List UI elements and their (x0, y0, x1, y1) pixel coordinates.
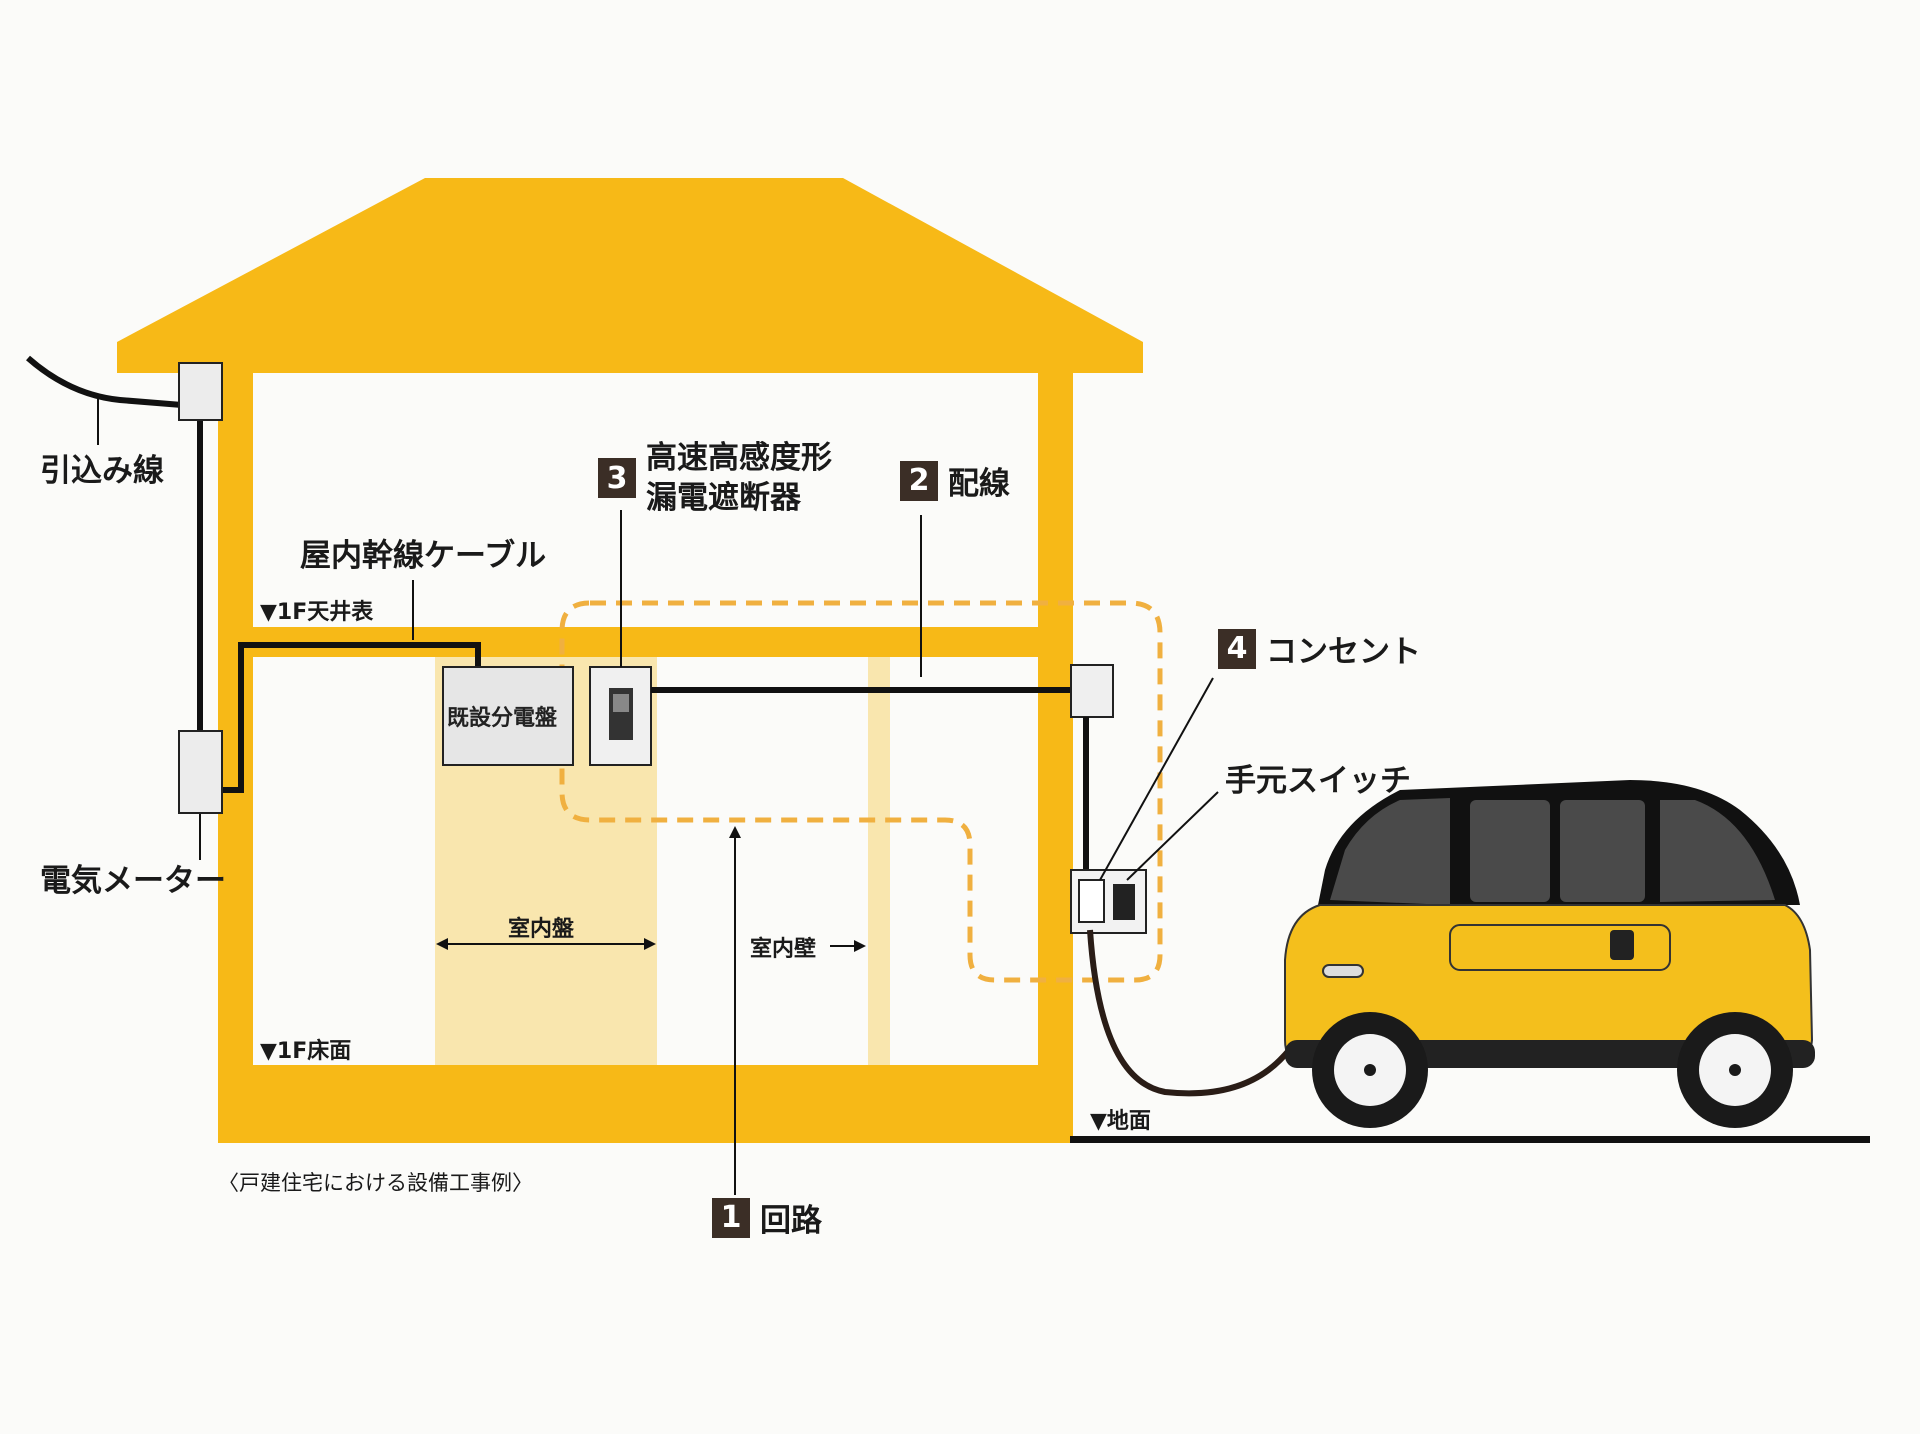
electric-meter-label: 電気メーター (40, 863, 226, 899)
car-rear-hub-center (1729, 1064, 1741, 1076)
indoor-wall-strip (868, 657, 890, 1065)
car-side-window-2 (1560, 800, 1645, 902)
house-right-wall (1038, 373, 1073, 1073)
breaker-switch-knob (613, 694, 629, 712)
indoor-wall-label: 室内壁 (750, 937, 817, 962)
callout-circuit: 1 回路 (712, 1195, 822, 1240)
circuit-leader-arrowhead (729, 826, 741, 838)
indoor-panel-label: 室内盤 (508, 917, 575, 942)
callout-2-badge: 2 (900, 460, 938, 501)
car-door (1449, 924, 1671, 971)
car-headlight (1322, 964, 1364, 978)
ground-line (1070, 1136, 1870, 1143)
callout-3-line2: 漏電遮断器 (646, 480, 801, 516)
callout-outlet: 4 コンセント (1218, 626, 1421, 671)
ceiling-level-mark: ▼1F天井表 (260, 600, 374, 625)
circuit-dashed-outline (559, 600, 1163, 983)
outlet-socket (1078, 879, 1105, 923)
ground-level-mark: ▼地面 (1090, 1109, 1151, 1134)
car-windshield (1330, 798, 1450, 905)
charging-cable (1087, 929, 1321, 1097)
electric-meter-box (178, 730, 223, 814)
existing-panel-label: 既設分電盤 (447, 706, 558, 731)
house-left-wall (218, 373, 253, 1143)
junction-box (1070, 664, 1114, 718)
electric-vehicle (1284, 780, 1815, 1128)
indoor-wall-arrowhead (854, 940, 866, 952)
house (117, 178, 1143, 1143)
service-drop-wire (26, 355, 183, 408)
house-floor-beam (218, 1065, 1073, 1105)
service-drop-label: 引込み線 (40, 453, 164, 489)
callout-3-line1: 高速高感度形 (646, 440, 832, 476)
outlet-leader (1099, 677, 1214, 881)
callout-2-text: 配線 (948, 466, 1010, 502)
car-door-handle (1610, 930, 1634, 960)
callout-3-text: 高速高感度形 漏電遮断器 (646, 438, 832, 518)
car-rear-window (1660, 800, 1775, 902)
indoor-panel-arrow-left (436, 938, 448, 950)
trunk-cable (222, 642, 481, 793)
callout-wiring: 2 配線 (900, 458, 1010, 503)
car-front-hub-center (1364, 1064, 1376, 1076)
callout-3-badge: 3 (598, 458, 636, 498)
hand-switch-leader (1126, 791, 1219, 881)
indoor-panel-arrow-right (644, 938, 656, 950)
callout-4-text: コンセント (1266, 634, 1421, 670)
house-roof (117, 178, 1143, 373)
callout-4-badge: 4 (1218, 628, 1256, 669)
car-side-window-1 (1470, 800, 1550, 902)
existing-panel-box (442, 666, 574, 766)
callout-1-text: 回路 (760, 1203, 822, 1239)
hand-switch-label: 手元スイッチ (1225, 763, 1411, 799)
trunk-cable-label: 屋内幹線ケーブル (300, 538, 547, 574)
callout-breaker: 3 高速高感度形 漏電遮断器 (598, 438, 832, 518)
caption: 〈戸建住宅における設備工事例〉 (218, 1171, 533, 1195)
floor-level-mark: ▼1F床面 (260, 1039, 352, 1064)
callout-1-badge: 1 (712, 1197, 750, 1238)
hand-switch-toggle (1113, 884, 1135, 920)
service-entrance-box (178, 362, 223, 421)
house-foundation (218, 1105, 1073, 1143)
